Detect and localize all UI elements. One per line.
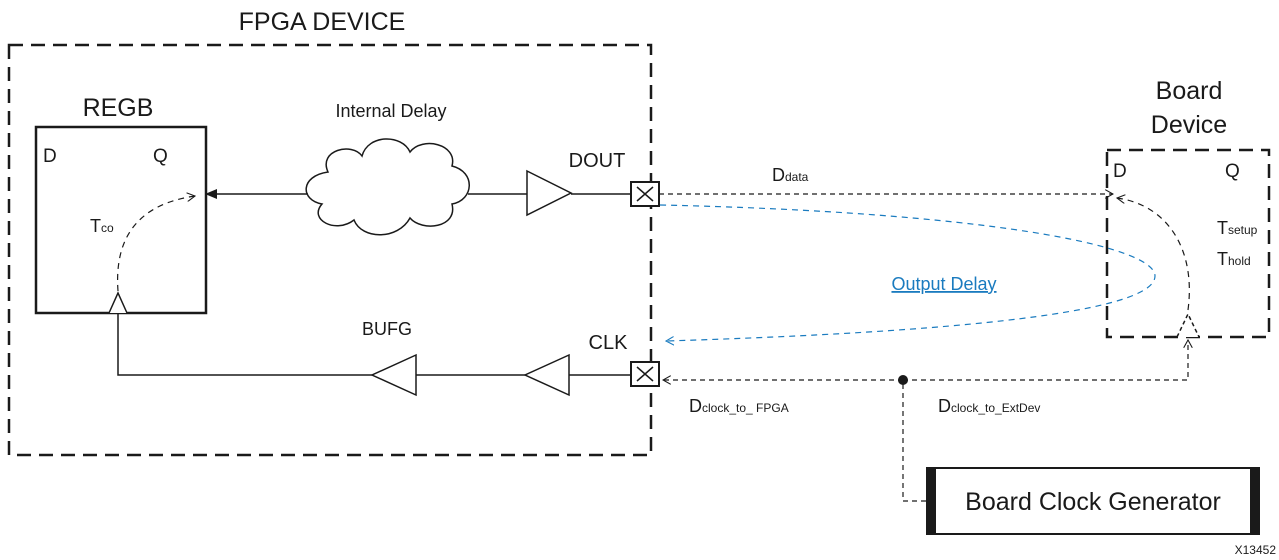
board-device-d-pin: D: [1113, 161, 1127, 182]
regb-title: REGB: [83, 94, 154, 122]
regb-register-box: [34, 125, 208, 315]
thold-label: Thold: [1217, 249, 1251, 269]
tsetup-label: Tsetup: [1217, 218, 1258, 238]
tco-label: Tco: [90, 216, 114, 236]
ddata-label: Ddata: [772, 165, 809, 185]
bufg-triangle: [370, 353, 417, 397]
board-device-clock-triangle: [1176, 312, 1200, 338]
output-delay-curve: [659, 204, 1156, 341]
regb-clock-input-triangle: [108, 291, 128, 314]
board-device-q-pin: Q: [1225, 161, 1240, 182]
clock-generator-right-bar: [1250, 468, 1259, 534]
board-device-title-line1: Board: [1156, 77, 1223, 105]
figure-id: X13452: [1235, 543, 1277, 557]
clock-generator-feed-path: [902, 380, 926, 502]
internal-delay-label: Internal Delay: [335, 101, 446, 121]
clock-input-buffer-triangle: [523, 353, 570, 397]
clock-generator-left-bar: [927, 468, 936, 534]
dclock-to-extdev-label: Dclock_to_ExtDev: [938, 396, 1040, 416]
clk-port-label: CLK: [589, 332, 629, 354]
output-delay-label: Output Delay: [891, 274, 996, 294]
fpga-device-title: FPGA DEVICE: [239, 8, 406, 36]
bufg-label: BUFG: [362, 319, 412, 339]
board-device-title-line2: Device: [1151, 111, 1227, 139]
clk-port-cross: [636, 366, 654, 382]
dout-port-cross: [636, 186, 654, 202]
dclock-to-fpga-label: Dclock_to_ FPGA: [689, 396, 789, 416]
regb-q-pin: Q: [153, 146, 168, 167]
board-clock-generator-label: Board Clock Generator: [965, 488, 1221, 516]
clock-split-junction: [898, 375, 908, 385]
setup-hold-arc: [1117, 198, 1190, 311]
board-clock-generator-box: [926, 467, 1260, 535]
tco-arc: [117, 196, 195, 292]
dclock-to-extdev-path: [903, 340, 1188, 381]
fpga-device-boundary: [7, 43, 653, 457]
dout-port-label: DOUT: [569, 150, 626, 172]
internal-delay-cloud: [305, 138, 470, 236]
output-buffer-triangle: [526, 169, 573, 217]
bufg-to-regb-wire: [117, 313, 372, 376]
regb-d-pin: D: [43, 146, 57, 167]
